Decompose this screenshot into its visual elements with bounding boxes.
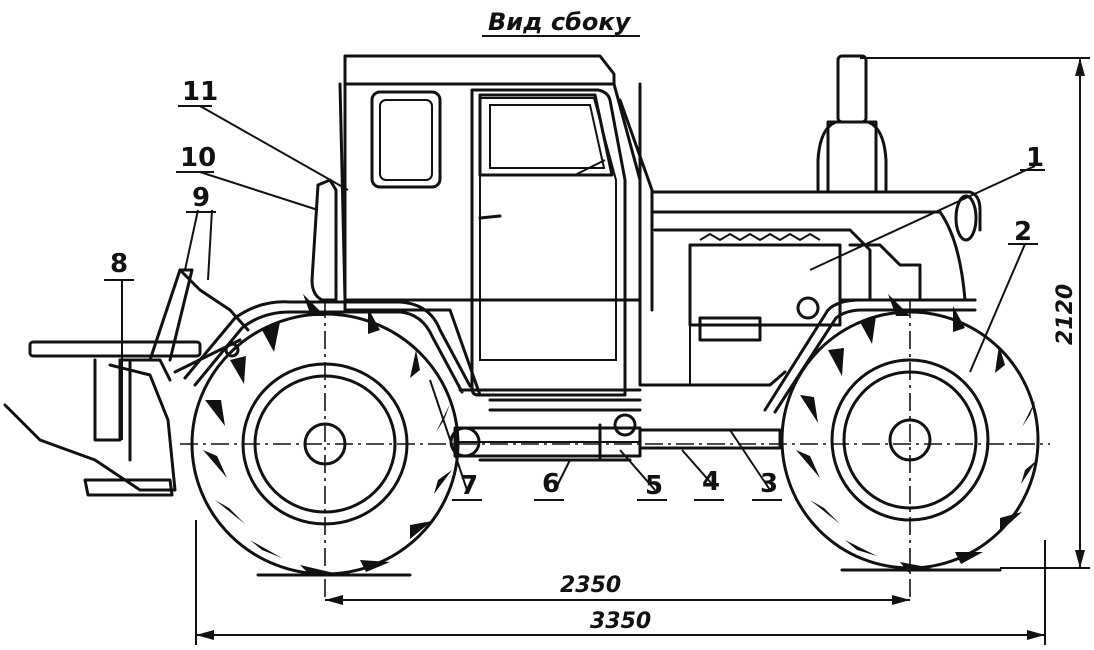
callout-8: 8 — [110, 249, 128, 279]
dimension-overall-height — [860, 57, 1090, 569]
plough — [3, 340, 202, 497]
drive-shaft — [449, 413, 782, 462]
callout-7: 7 — [460, 471, 478, 501]
headlight — [954, 194, 978, 242]
dimension-wheelbase — [325, 595, 910, 605]
callout-3: 3 — [760, 469, 778, 499]
hydraulic-linkage — [148, 268, 250, 374]
hood — [638, 190, 982, 387]
callout-11: 11 — [182, 77, 218, 107]
view-title: Вид сбоку — [488, 8, 632, 36]
dimension-overall-length-label: 3350 — [590, 609, 651, 634]
front-wheel — [190, 294, 460, 600]
side-mirror — [310, 178, 338, 302]
dimension-overall-height-label: 2120 — [1053, 284, 1078, 345]
callout-2: 2 — [1014, 217, 1032, 247]
cab — [338, 54, 654, 412]
rear-wheel — [780, 294, 1040, 600]
callout-9: 9 — [192, 183, 210, 213]
callout-10: 10 — [180, 143, 216, 173]
callout-6: 6 — [542, 469, 560, 499]
dimension-wheelbase-label: 2350 — [560, 573, 621, 598]
leader-lines — [121, 105, 1036, 491]
callout-1: 1 — [1026, 143, 1044, 173]
engine — [688, 232, 922, 385]
callout-4: 4 — [702, 467, 720, 497]
dimension-overall-length — [195, 520, 1046, 645]
exhaust-pipe — [816, 54, 888, 194]
callout-5: 5 — [645, 471, 663, 501]
